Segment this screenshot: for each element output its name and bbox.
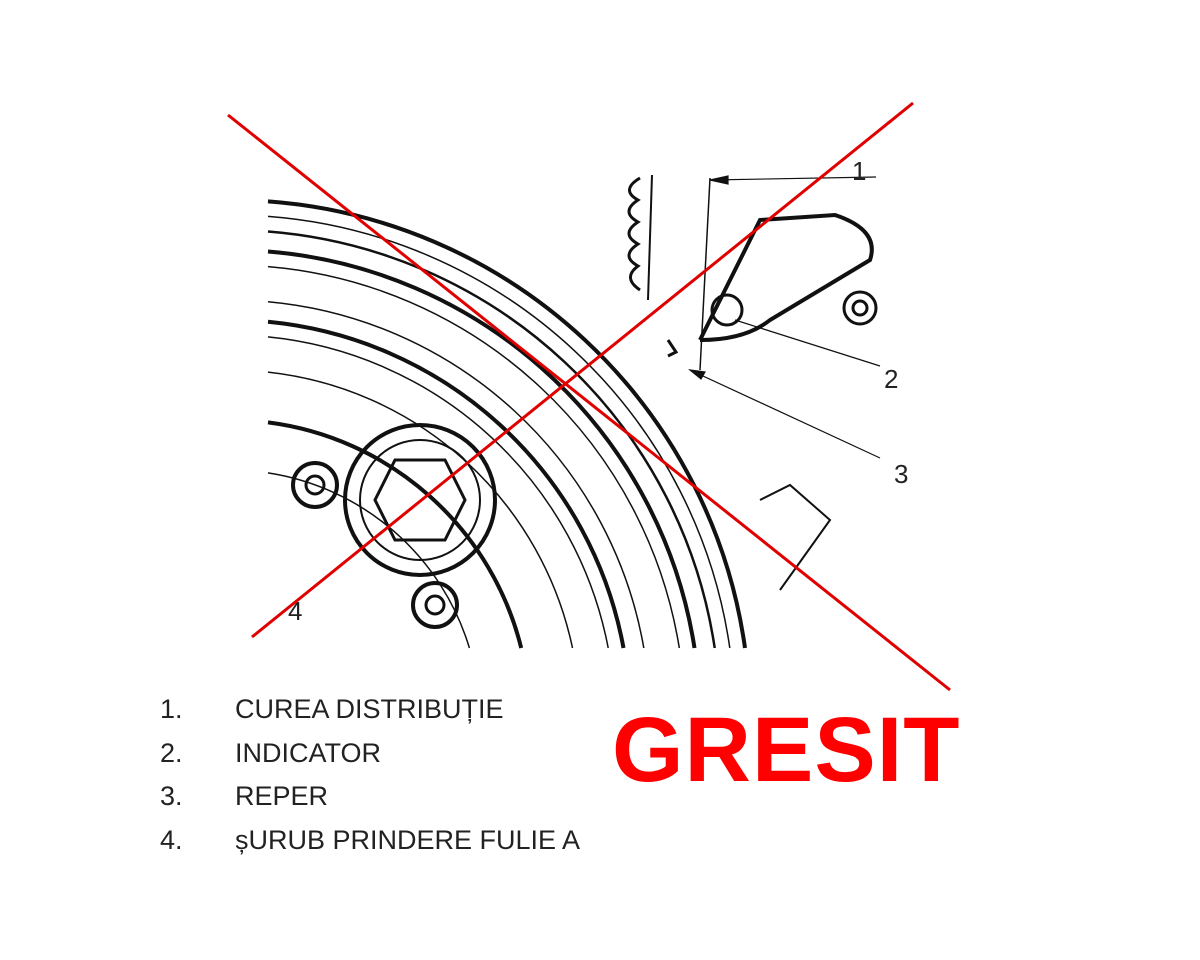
callout-3: 3 [894,459,908,489]
legend-label: INDICATOR [235,737,382,768]
legend-number: 1. [160,694,183,724]
legend-item: 3. REPER [160,775,580,819]
pulley-groove [267,199,747,649]
legend-number: 4. [160,824,183,855]
pulley-groove [267,215,731,649]
legend-item: 2. INDICATOR [160,732,580,776]
leader-lines [687,175,881,459]
pulley-groove [267,336,609,649]
legend-label: șURUB PRINDERE FULIE A [235,824,581,855]
pulley-groove [267,300,645,649]
timing-belt-and-indicator [627,174,878,591]
wrong-stamp: GRESIT [612,699,961,801]
pulley-groove [267,249,697,649]
legend: 1.CUREA DISTRIBUȚIE 2.INDICATOR 3.REPER … [160,688,580,862]
pulley-groove [267,319,626,649]
pulley-groove [267,265,681,649]
legend-label: REPER [235,781,329,811]
crankshaft-pulley [267,199,747,649]
legend-item: 4. șURUB PRINDERE FULIE A [160,819,580,863]
wrong-cross-mark [227,101,951,692]
legend-label: CUREA DISTRIBUȚIE [235,694,504,724]
legend-item: 1. CUREA DISTRIBUȚIE [160,688,580,732]
pulley-groove [267,230,716,649]
callout-2: 2 [884,364,898,394]
legend-number: 2. [160,737,183,768]
pulley-groove [267,420,524,649]
pulley-hub [291,423,497,629]
callout-1: 1 [852,156,866,186]
legend-number: 3. [160,781,183,811]
